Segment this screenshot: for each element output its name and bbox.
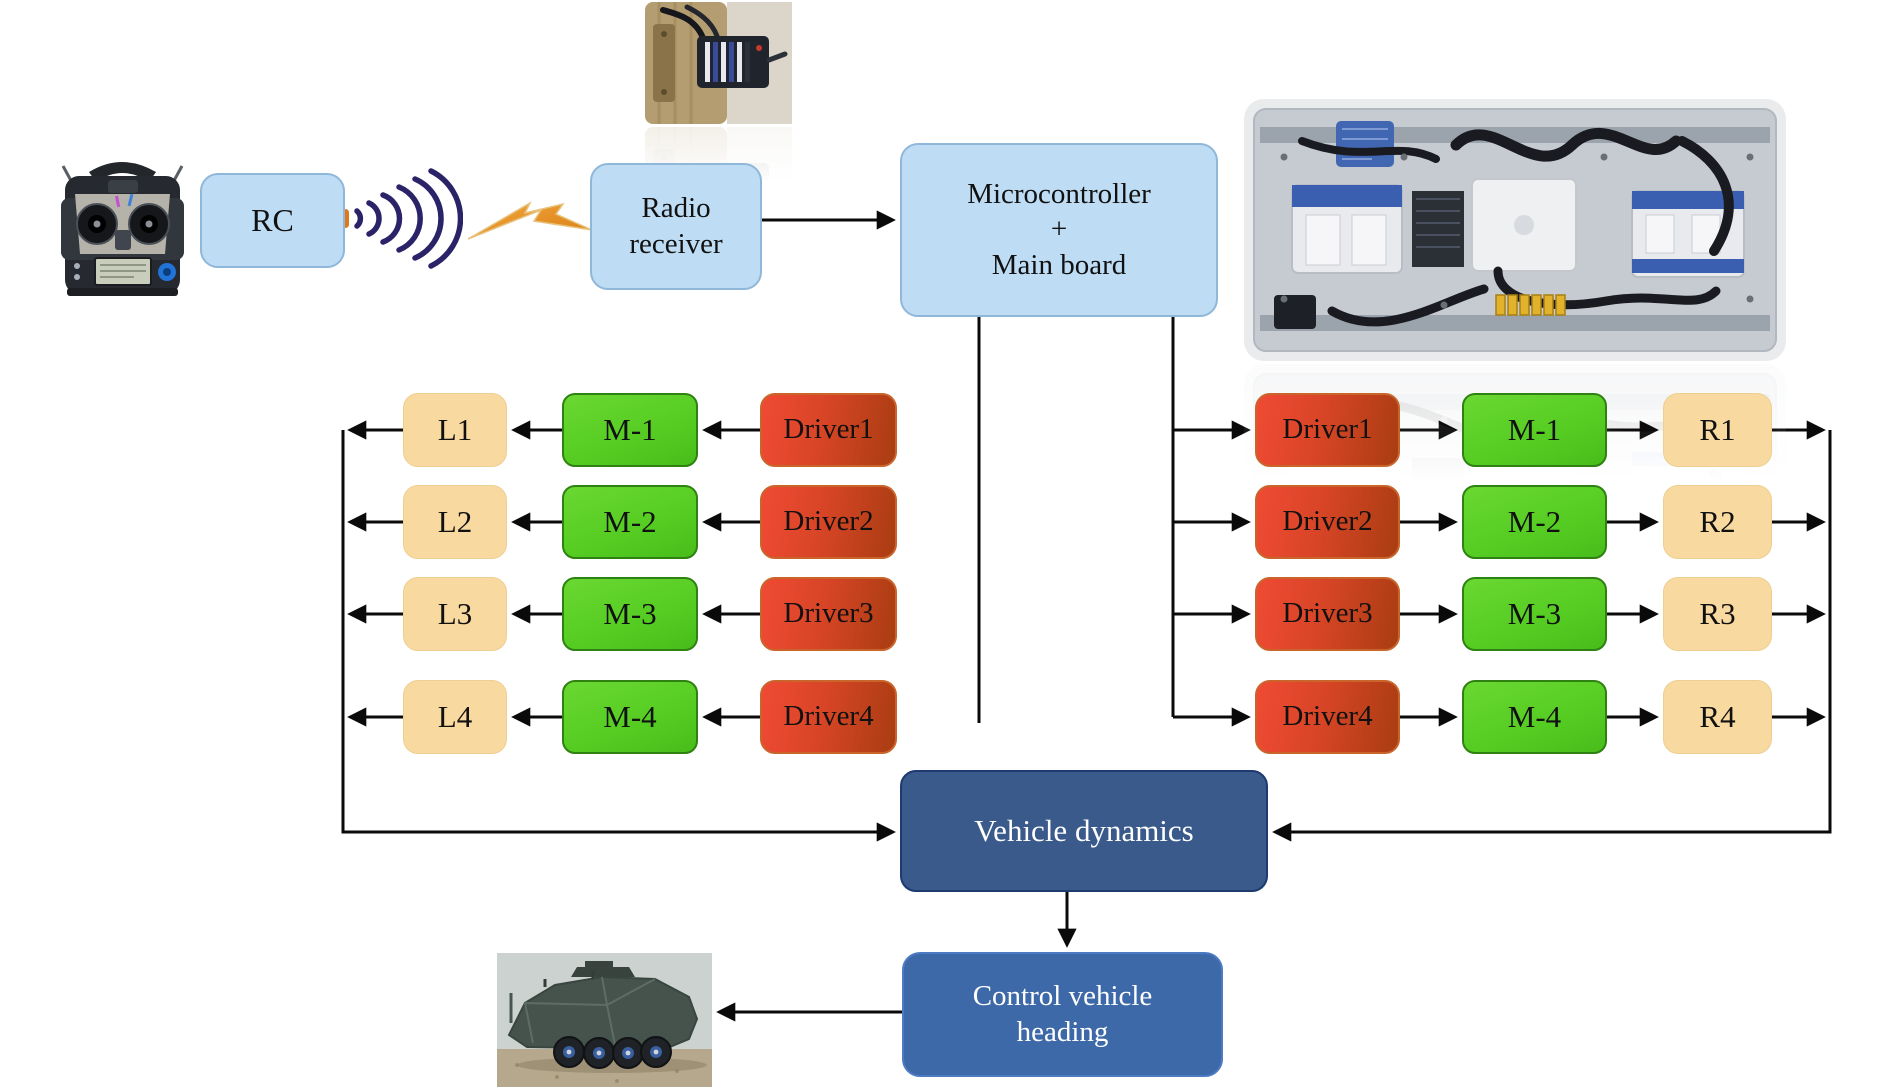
- node-label: M-3: [603, 596, 657, 632]
- node-right-motor-2: M-2: [1462, 485, 1607, 559]
- node-label: L4: [437, 699, 473, 735]
- node-label: Driver1: [1282, 413, 1373, 446]
- node-left-driver-2: Driver2: [760, 485, 897, 559]
- node-label: R4: [1699, 699, 1736, 735]
- node-label: M-1: [603, 412, 657, 448]
- node-microcontroller: Microcontroller + Main board: [900, 143, 1218, 317]
- node-label: Driver3: [1282, 597, 1373, 630]
- node-left-driver-4: Driver4: [760, 680, 897, 754]
- node-right-driver-1: Driver1: [1255, 393, 1400, 467]
- node-label: M-2: [603, 504, 657, 540]
- node-radio-receiver: Radio receiver: [590, 163, 762, 290]
- node-left-motor-4: M-4: [562, 680, 698, 754]
- node-right-wheel-2: R2: [1663, 485, 1772, 559]
- lightning-bolt-icon: [467, 193, 593, 249]
- node-label: R3: [1699, 596, 1736, 632]
- node-left-driver-3: Driver3: [760, 577, 897, 651]
- node-right-wheel-3: R3: [1663, 577, 1772, 651]
- node-right-motor-1: M-1: [1462, 393, 1607, 467]
- node-left-driver-1: Driver1: [760, 393, 897, 467]
- node-left-motor-2: M-2: [562, 485, 698, 559]
- node-label: Driver2: [1282, 505, 1373, 538]
- node-label: M-4: [1507, 699, 1562, 735]
- node-label: M-3: [1507, 596, 1562, 632]
- node-left-wheel-2: L2: [403, 485, 507, 559]
- node-label: Driver2: [783, 505, 874, 538]
- main-board-photo: [1244, 99, 1786, 361]
- node-control-vehicle-heading-label: Control vehicle heading: [972, 980, 1153, 1048]
- node-label: M-1: [1507, 412, 1562, 448]
- node-label: M-2: [1507, 504, 1562, 540]
- node-label: Driver3: [783, 597, 874, 630]
- node-vehicle-dynamics: Vehicle dynamics: [900, 770, 1268, 892]
- node-microcontroller-line2: +: [1050, 213, 1068, 246]
- node-left-wheel-1: L1: [403, 393, 507, 467]
- node-label: Driver4: [783, 700, 874, 733]
- node-right-driver-2: Driver2: [1255, 485, 1400, 559]
- node-label: M-4: [603, 699, 657, 735]
- node-label: L2: [437, 504, 473, 540]
- node-left-motor-1: M-1: [562, 393, 698, 467]
- node-right-wheel-4: R4: [1663, 680, 1772, 754]
- node-vehicle-dynamics-label: Vehicle dynamics: [974, 813, 1194, 849]
- node-right-motor-4: M-4: [1462, 680, 1607, 754]
- node-label: R1: [1699, 412, 1736, 448]
- node-left-wheel-3: L3: [403, 577, 507, 651]
- node-right-wheel-1: R1: [1663, 393, 1772, 467]
- radio-receiver-photo: [645, 2, 792, 124]
- node-label: Driver4: [1282, 700, 1373, 733]
- node-control-vehicle-heading: Control vehicle heading: [902, 952, 1223, 1077]
- node-left-wheel-4: L4: [403, 680, 507, 754]
- node-rc: RC: [200, 173, 345, 268]
- node-left-motor-3: M-3: [562, 577, 698, 651]
- node-label: L1: [437, 412, 473, 448]
- node-microcontroller-line3: Main board: [991, 248, 1127, 281]
- radio-waves-icon: [341, 155, 464, 286]
- node-label: L3: [437, 596, 473, 632]
- node-right-driver-4: Driver4: [1255, 680, 1400, 754]
- node-right-driver-3: Driver3: [1255, 577, 1400, 651]
- node-radio-receiver-label: Radio receiver: [629, 192, 723, 260]
- node-label: R2: [1699, 504, 1736, 540]
- armored-vehicle-photo: [497, 953, 712, 1087]
- node-label: Driver1: [783, 413, 874, 446]
- node-rc-label: RC: [251, 201, 294, 238]
- rc-transmitter-photo: [55, 150, 190, 300]
- node-microcontroller-line1: Microcontroller: [967, 177, 1151, 210]
- node-right-motor-3: M-3: [1462, 577, 1607, 651]
